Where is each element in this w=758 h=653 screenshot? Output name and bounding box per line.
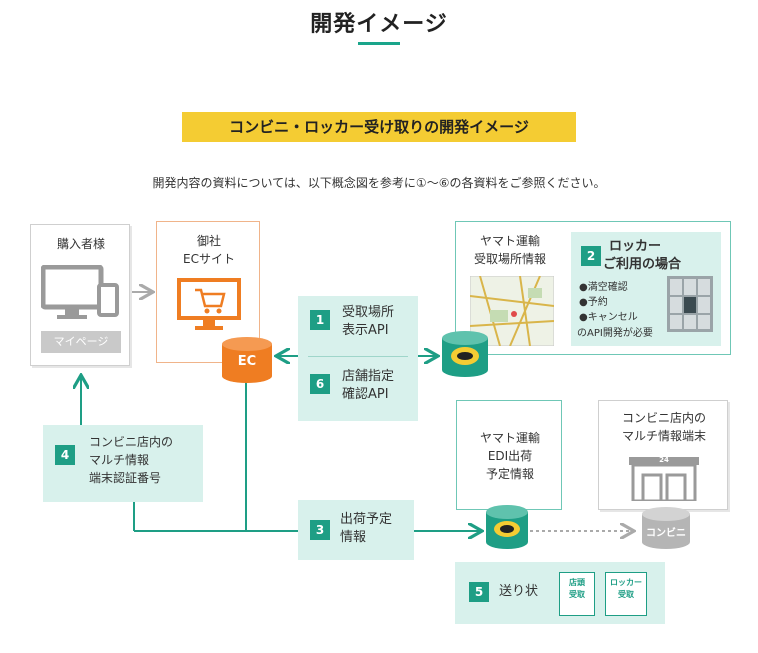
mypage-tag: マイページ (41, 331, 121, 353)
api-1-line-1: 受取場所 (342, 305, 395, 320)
yamato-edi-database-icon (486, 505, 528, 549)
ec-database-icon (222, 337, 272, 383)
store-terminal-line-2: マルチ情報端末 (621, 429, 706, 443)
map-icon (470, 276, 554, 346)
terminal-code-box: 4 コンビニ店内の マルチ情報 端末認証番号 (43, 425, 203, 502)
buyer-label: 購入者様 (56, 237, 105, 251)
store-pickup-stamp-line-2: 受取 (569, 590, 585, 599)
store-sign: 24 (659, 456, 669, 464)
yamato-edi-box: ヤマト運輸 EDI出荷 予定情報 (456, 400, 562, 510)
step-badge-5: 5 (469, 582, 489, 602)
locker-title-1: ロッカー (609, 239, 662, 254)
terminal-code-line-3: 端末認証番号 (89, 471, 162, 485)
page-title: 開発イメージ (310, 12, 448, 37)
store-pickup-stamp-line-1: 店頭 (569, 578, 585, 587)
step-badge-2: 2 (581, 246, 601, 266)
locker-item-1: ●満空確認 (579, 282, 628, 293)
diagram-banner: コンビニ・ロッカー受け取りの開発イメージ (182, 112, 576, 142)
api-6-line-2: 確認API (342, 387, 389, 402)
terminal-code-line-2: マルチ情報 (89, 453, 150, 467)
store-database-icon (642, 507, 690, 549)
buyer-box: 購入者様 マイページ (30, 224, 130, 366)
yamato-pickup-line-2: 受取場所情報 (473, 252, 546, 266)
yamato-pickup-box: ヤマト運輸 受取場所情報 2 ロッカー ご利用の場合 ●満空確認 ●予約 ●キャ… (455, 221, 731, 355)
locker-title-2: ご利用の場合 (603, 257, 682, 272)
store-pickup-stamp: 店頭 受取 (559, 572, 595, 616)
intro-text: 開発内容の資料については、以下概念図を参考に①〜⑥の各資料をご参照ください。 (152, 176, 606, 190)
yamato-edi-line-3: 予定情報 (485, 467, 534, 481)
locker-pickup-stamp: ロッカー 受取 (605, 572, 647, 616)
locker-item-2: ●予約 (579, 297, 608, 308)
terminal-code-line-1: コンビニ店内の (89, 435, 174, 449)
locker-pickup-stamp-line-1: ロッカー (610, 578, 642, 587)
ec-site-label-1: 御社 (196, 234, 221, 248)
store-terminal-box: コンビニ店内の マルチ情報端末 24 (598, 400, 728, 510)
locker-item-3: ●キャンセル (579, 312, 638, 323)
shipping-plan-box: 3 出荷予定 情報 (298, 500, 414, 560)
locker-pickup-stamp-line-2: 受取 (618, 590, 634, 599)
yamato-edi-line-2: EDI出荷 (487, 449, 533, 463)
yamato-pickup-line-1: ヤマト運輸 (479, 234, 540, 248)
ec-db-label: EC (237, 354, 257, 369)
api-6-line-1: 店舗指定 (342, 369, 395, 384)
convenience-store-icon (629, 457, 699, 501)
locker-icon (667, 276, 713, 332)
step-badge-3: 3 (310, 520, 330, 540)
api-box: 1 受取場所 表示API 6 店舗指定 確認API (298, 296, 418, 421)
shopping-cart-monitor-icon (177, 278, 241, 330)
step-badge-4: 4 (55, 445, 75, 465)
yamato-pickup-database-icon (442, 331, 488, 377)
waybill-label: 送り状 (499, 584, 539, 599)
locker-box: 2 ロッカー ご利用の場合 ●満空確認 ●予約 ●キャンセル のAPI開発が必要 (571, 232, 721, 346)
ec-site-label-2: ECサイト (183, 252, 235, 266)
api-divider (308, 356, 408, 357)
waybill-box: 5 送り状 店頭 受取 ロッカー 受取 (455, 562, 665, 624)
yamato-edi-line-1: ヤマト運輸 (479, 431, 540, 445)
computer-icon (41, 265, 119, 319)
api-1-line-2: 表示API (342, 323, 389, 338)
shipping-plan-line-2: 情報 (340, 530, 367, 545)
store-db-label: コンビニ (646, 528, 686, 539)
title-underline (358, 42, 400, 45)
store-terminal-line-1: コンビニ店内の (621, 411, 706, 425)
locker-footer: のAPI開発が必要 (577, 328, 653, 339)
shipping-plan-line-1: 出荷予定 (340, 512, 393, 527)
step-badge-6: 6 (310, 374, 330, 394)
step-badge-1: 1 (310, 310, 330, 330)
